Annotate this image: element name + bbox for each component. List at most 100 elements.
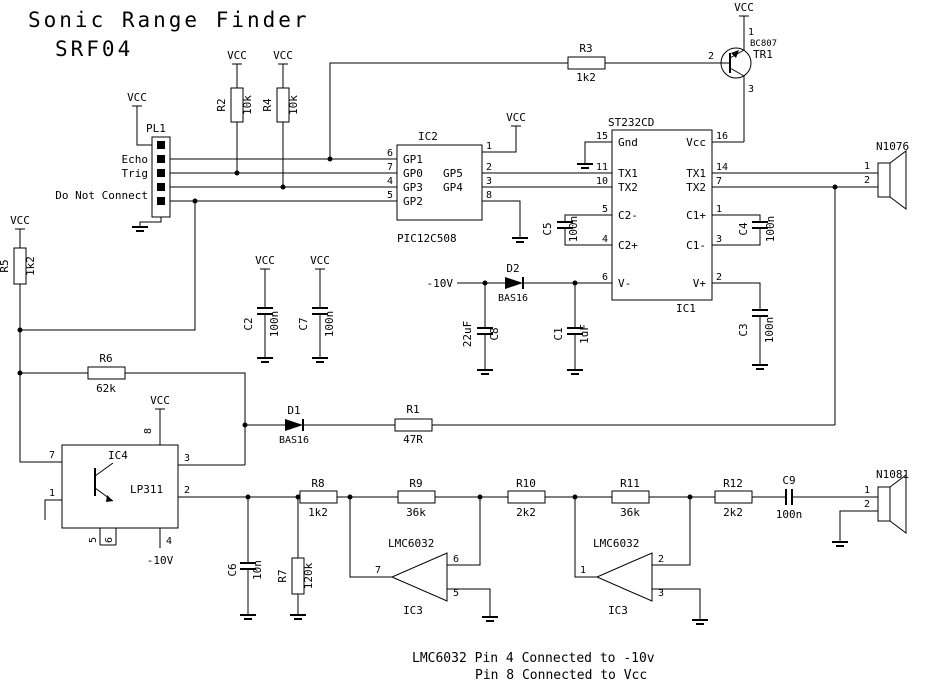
resistor-r11-body	[611, 490, 650, 504]
junction-dot	[482, 280, 488, 286]
ic1-vminus-label: V-	[618, 277, 631, 290]
ground-symbols	[132, 163, 848, 625]
ic3a-pin7: 7	[375, 565, 381, 576]
vcc-label: VCC	[127, 91, 147, 104]
wire-ic2-ic1	[482, 141, 612, 238]
note-line-2: Pin 8 Connected to Vcc	[475, 668, 647, 683]
transducer-n1081-body	[877, 486, 891, 522]
pl1-pin-2	[157, 155, 165, 163]
resistor-r3-body	[567, 56, 606, 70]
r5-value: 1k2	[24, 256, 37, 276]
neg10v-label: -10V	[147, 554, 174, 567]
ic1-pin11: 11	[596, 162, 608, 173]
c2-value: 100n	[268, 311, 281, 338]
r2-value: 10k	[241, 95, 254, 115]
ic3a-pin6: 6	[453, 554, 459, 565]
junction-dot	[327, 156, 333, 162]
r10-value: 2k2	[516, 506, 536, 519]
tr1-pin1: 1	[748, 27, 754, 38]
ic2-gp1-label: GP1	[403, 153, 423, 166]
ic3a-refdes: IC3	[403, 604, 423, 617]
ic1-pin3: 3	[716, 234, 722, 245]
wire-power-drops	[19, 16, 745, 445]
component-bodies	[13, 56, 891, 595]
d1-diode-triangle	[285, 419, 303, 431]
ic2-gp3-label: GP3	[403, 181, 423, 194]
c3-refdes: C3	[737, 323, 750, 336]
ic1-gnd-label: Gnd	[618, 136, 638, 149]
d2-refdes: D2	[506, 262, 519, 275]
d1-value: BAS16	[279, 435, 309, 446]
pl1-pin-3	[157, 169, 165, 177]
resistor-r12-body	[714, 490, 753, 504]
ic3b-pin3: 3	[658, 588, 664, 599]
neg10v-label: -10V	[427, 277, 454, 290]
resistor-r9-body	[397, 490, 436, 504]
c2-refdes: C2	[242, 317, 255, 330]
n1076-speaker-cone	[889, 150, 907, 210]
junction-dot	[192, 198, 198, 204]
ic2-refdes: IC2	[418, 130, 438, 143]
resistor-r6-body	[87, 366, 126, 380]
ic4-pin7: 7	[49, 450, 55, 461]
d2-diode-triangle	[505, 277, 523, 289]
junction-dot	[295, 494, 301, 500]
junction-dot	[280, 184, 286, 190]
c8-refdes: C8	[488, 327, 501, 340]
ic3b-pin2: 2	[658, 554, 664, 565]
r6-refdes: R6	[99, 352, 112, 365]
pl1-trig-label: Trig	[122, 167, 149, 180]
ic1-pin15: 15	[596, 131, 608, 142]
c9-value: 100n	[776, 508, 803, 521]
ic4-pin3: 3	[184, 453, 190, 464]
c9-refdes: C9	[782, 474, 795, 487]
tr1-pin2: 2	[708, 51, 714, 62]
junction-dot	[687, 494, 693, 500]
n1076-pin1: 1	[864, 161, 870, 172]
r11-refdes: R11	[620, 477, 640, 490]
vcc-label: VCC	[310, 254, 330, 267]
ic4-pin6: 6	[104, 537, 115, 543]
note-line-1: LMC6032 Pin 4 Connected to -10v	[412, 651, 655, 666]
ic3a-opamp-triangle	[390, 552, 448, 602]
transducer-n1076-body	[877, 162, 891, 198]
n1076-refdes: N1076	[876, 140, 909, 153]
ic1-c1minus-label: C1-	[686, 239, 706, 252]
n1081-refdes: N1081	[876, 468, 909, 481]
ic1-pin6: 6	[602, 272, 608, 283]
ic1-box	[611, 129, 713, 301]
ic2-pin2: 2	[486, 162, 492, 173]
ic1-pin5: 5	[602, 204, 608, 215]
resistor-r10-body	[507, 490, 546, 504]
ic1-pin16: 16	[716, 131, 728, 142]
ic4-refdes: IC4	[108, 449, 128, 462]
r4-refdes: R4	[261, 98, 274, 112]
pl1-pin-4	[157, 183, 165, 191]
schematic-title: Sonic Range Finder	[28, 8, 310, 32]
pl1-pin-1	[157, 141, 165, 149]
ic4-pin1: 1	[49, 488, 55, 499]
r11-value: 36k	[620, 506, 640, 519]
wire-tx-and-echo	[245, 172, 878, 426]
r1-refdes: R1	[406, 403, 419, 416]
ic1-c2minus-label: C2-	[618, 209, 638, 222]
r3-refdes: R3	[579, 42, 592, 55]
tr1-pnp-arrow	[731, 50, 739, 58]
ic3b-refdes: IC3	[608, 604, 628, 617]
ic2-gp5-label: GP5	[443, 167, 463, 180]
capacitor-plates	[240, 221, 793, 570]
ic4-pin8: 8	[143, 428, 154, 434]
wire-n1081	[839, 510, 878, 542]
ic2-part-label: PIC12C508	[397, 232, 457, 245]
ic4-pin4: 4	[166, 536, 172, 547]
ic4-box	[61, 444, 179, 529]
vcc-bars	[15, 15, 749, 410]
c7-value: 100n	[323, 311, 336, 338]
ic3b-opamp-triangle	[595, 552, 653, 602]
n1076-pin2: 2	[864, 175, 870, 186]
ic4-transistor-arrow	[106, 495, 113, 502]
wires	[15, 15, 878, 625]
ic1-pin7: 7	[716, 176, 722, 187]
r8-value: 1k2	[308, 506, 328, 519]
